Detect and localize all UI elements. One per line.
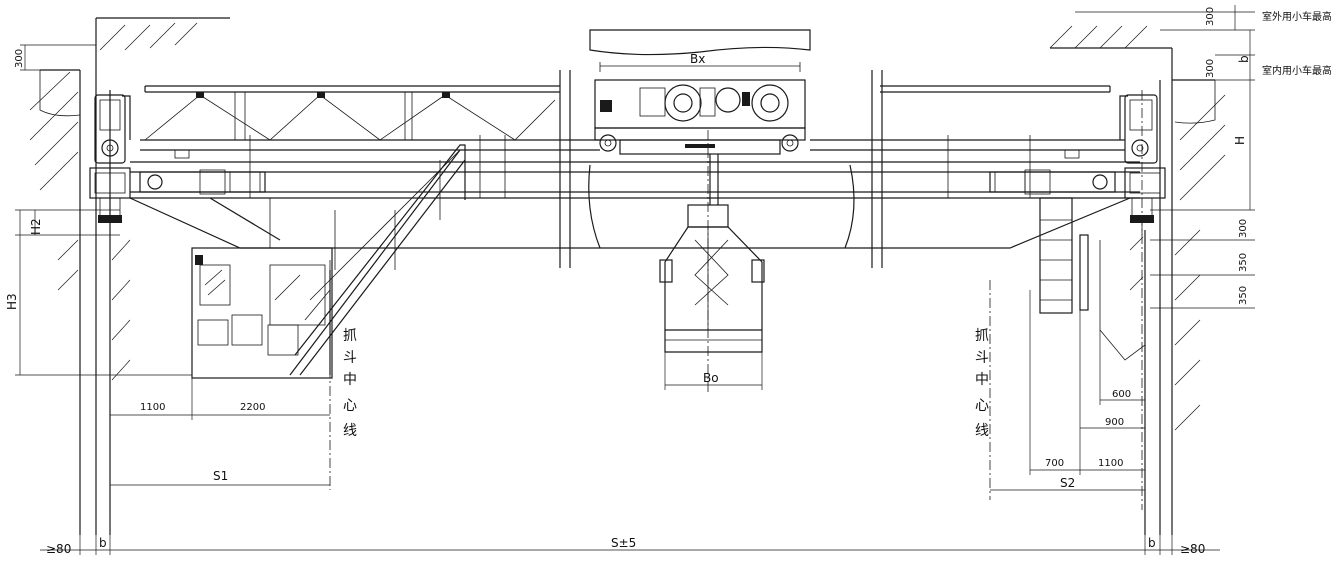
- label-b-right: b: [1148, 536, 1156, 550]
- grab-center-left-char: 心: [343, 398, 357, 414]
- grab-center-right-char: 中: [975, 372, 989, 388]
- label-s2: S2: [1060, 476, 1075, 490]
- label-gap-right: ≥80: [1180, 542, 1205, 556]
- grab-center-left-char: 线: [343, 423, 357, 439]
- label-h3: H3: [5, 293, 19, 310]
- left-end-carriage: [89, 94, 266, 235]
- dim-600: 600: [1112, 389, 1131, 400]
- dim-2200: 2200: [240, 402, 265, 413]
- outdoor-trolley-top-note: 室外用小车最高点: [1262, 10, 1331, 23]
- dimension-lines: [15, 5, 1255, 555]
- dim-right-300: 300: [1238, 219, 1249, 238]
- dim-700: 700: [1045, 458, 1064, 469]
- grab-centerline-label-left: 抓 斗 中 心 线: [343, 328, 357, 439]
- main-girder: [129, 135, 1140, 249]
- vertical-struts: [559, 70, 883, 268]
- label-bx: Bx: [690, 52, 705, 66]
- operator-cab: [191, 247, 333, 379]
- access-ladder-left: [289, 144, 466, 376]
- label-b-top: b: [1237, 55, 1251, 63]
- dim-right-350-b: 350: [1238, 286, 1249, 305]
- dim-1100-left: 1100: [140, 402, 165, 413]
- top-handrail: [144, 85, 1111, 93]
- grab-center-right-char: 线: [975, 423, 989, 439]
- dim-top-left-300: 300: [14, 49, 25, 68]
- label-gap-left: ≥80: [46, 542, 71, 556]
- grab-center-right-char: 心: [975, 398, 989, 414]
- truss-diagonals: [144, 92, 556, 141]
- dim-900: 900: [1105, 417, 1124, 428]
- right-end-carriage: [989, 94, 1166, 235]
- dim-top-right-300-b: 300: [1205, 59, 1216, 78]
- centerlines: [109, 90, 1143, 510]
- grab-centerline-label-right: 抓 斗 中 心 线: [975, 328, 989, 439]
- label-s1: S1: [213, 469, 228, 483]
- label-b-left: b: [99, 536, 107, 550]
- grab-center-right-char: 斗: [975, 350, 989, 366]
- dim-top-right-300-a: 300: [1205, 7, 1216, 26]
- dim-right-350-a: 350: [1238, 253, 1249, 272]
- grab-center-left-char: 中: [343, 372, 357, 388]
- trolley: [589, 29, 811, 155]
- label-span: S±5: [611, 536, 636, 550]
- grab-center-left-char: 抓: [343, 328, 357, 344]
- right-wall: [1049, 25, 1226, 535]
- access-ladder-right: [1039, 197, 1089, 314]
- grab-center-right-char: 抓: [975, 328, 989, 344]
- grab-center-left-char: 斗: [343, 350, 357, 366]
- indoor-trolley-top-note: 室内用小车最高点: [1262, 64, 1331, 77]
- label-h: H: [1233, 136, 1247, 145]
- label-bo: Bo: [703, 371, 719, 385]
- dim-1100-right: 1100: [1098, 458, 1123, 469]
- grab-bucket: [659, 154, 765, 353]
- label-h2: H2: [29, 218, 43, 235]
